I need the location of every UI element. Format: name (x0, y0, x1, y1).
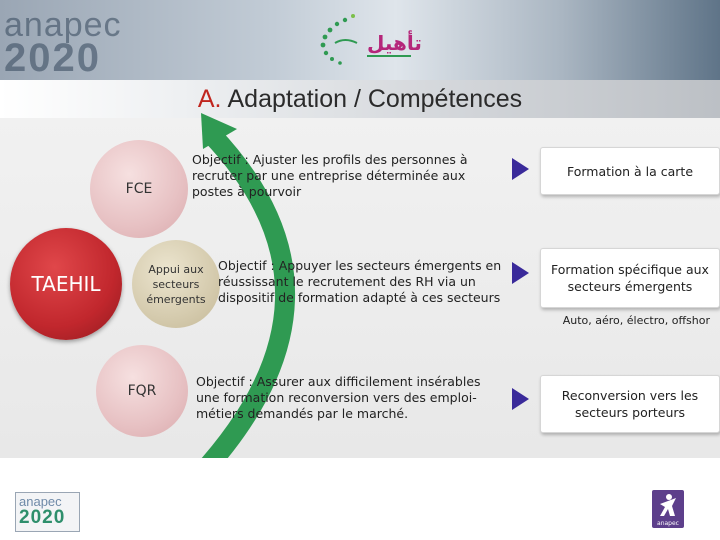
title-letter: A. (197, 85, 222, 113)
fce-circle: FCE (90, 140, 188, 238)
header-brand-text: anapec (4, 6, 122, 44)
outcome-box-reconversion: Reconversion vers les secteurs porteurs (540, 375, 720, 433)
title-band (0, 80, 720, 118)
appui-label: Appui aux secteurs émergents (146, 262, 206, 306)
footer-brand-year: 2020 (19, 507, 66, 528)
header-logo-text: تأهيل (367, 29, 422, 55)
sectors-note: Auto, aéro, électro, offshor (562, 314, 710, 327)
outcome-label: Formation à la carte (566, 163, 694, 179)
appui-circle: Appui aux secteurs émergents (132, 240, 220, 328)
triangle-arrow-icon (512, 388, 529, 410)
taehil-label: TAEHIL (31, 272, 101, 296)
objective-appui: Objectif : Appuyer les secteurs émergent… (218, 258, 502, 305)
page-title: A.Adaptation / Compétences (0, 85, 720, 114)
title-text: Adaptation / Compétences (227, 85, 523, 113)
header-brand-year: 2020 (4, 36, 101, 80)
triangle-arrow-icon (512, 158, 529, 180)
footer (0, 458, 720, 540)
footer-brand-text: anapec (19, 494, 62, 509)
footer-brand-logo: anapec 2020 (15, 492, 80, 532)
fqr-circle: FQR (96, 345, 188, 437)
fqr-label: FQR (127, 383, 157, 399)
leaf-arc-logo-icon: تأهيل (305, 10, 425, 68)
footer-right-logo-text: anapec (657, 520, 679, 527)
outcome-box-carte: Formation à la carte (540, 147, 720, 195)
curved-arrow-icon (192, 113, 296, 482)
objective-fqr: Objectif : Assurer aux difficilement ins… (196, 374, 481, 421)
taehil-circle: TAEHIL (10, 228, 122, 340)
objective-fce: Objectif : Ajuster les profils des perso… (192, 152, 468, 199)
triangle-arrow-icon (512, 262, 529, 284)
figure-logo-icon: anapec (652, 490, 684, 528)
outcome-box-specifique: Formation spécifique aux secteurs émerge… (540, 248, 720, 308)
header-banner: anapec 2020 تأهيل (0, 0, 720, 80)
fce-label: FCE (125, 181, 153, 197)
outcome-label: Formation spécifique aux secteurs émerge… (551, 262, 709, 294)
outcome-label: Reconversion vers les secteurs porteurs (561, 388, 699, 420)
